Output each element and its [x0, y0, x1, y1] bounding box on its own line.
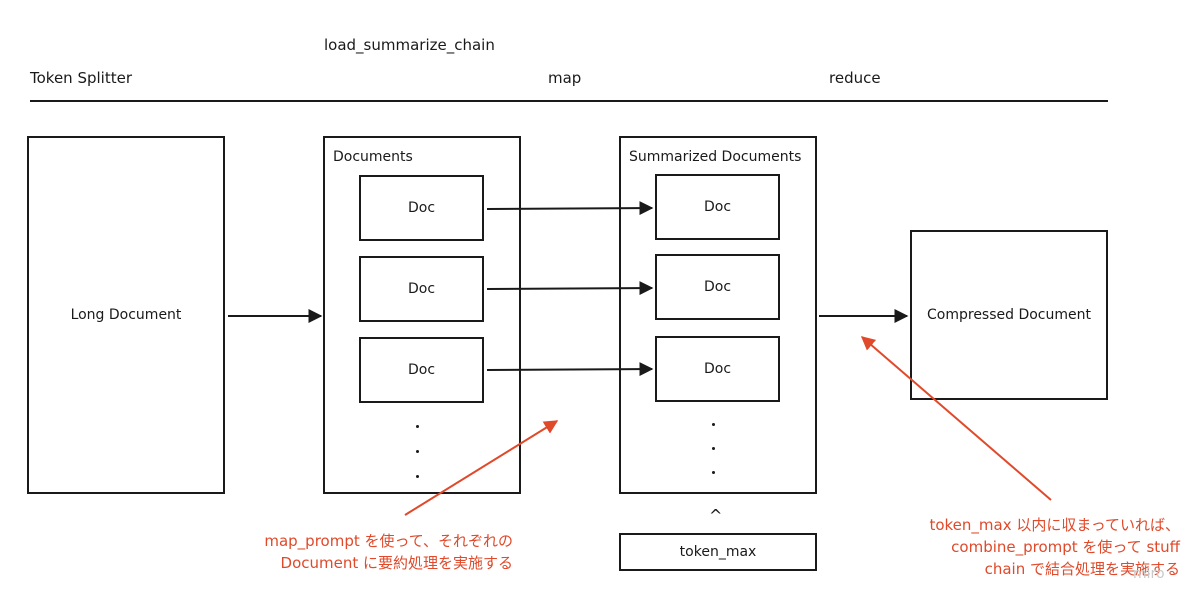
doc-box: Doc	[359, 256, 484, 322]
miro-watermark: miro	[1133, 566, 1165, 582]
chain-label: load_summarize_chain	[324, 36, 495, 54]
ellipsis-dot	[416, 425, 419, 428]
summary-doc-label: Doc	[703, 199, 732, 215]
map-annotation: map_prompt を使って、それぞれの Document に要約処理を実施す…	[240, 530, 513, 574]
ellipsis-dot	[416, 450, 419, 453]
stage-label-map: map	[548, 69, 582, 87]
summary-doc-box: Doc	[655, 336, 780, 402]
summarized-documents-group-title: Summarized Documents	[629, 149, 802, 165]
long-document-label: Long Document	[70, 307, 182, 323]
reduce-annotation-line: chain で結合処理を実施する	[984, 560, 1180, 578]
long-document-box: Long Document	[27, 136, 225, 494]
doc-label: Doc	[407, 200, 436, 216]
arrow-doc-to-summary	[486, 281, 654, 296]
map-annotation-arrow	[404, 420, 559, 516]
doc-box: Doc	[359, 175, 484, 241]
token-max-label: token_max	[679, 544, 757, 560]
doc-label: Doc	[407, 281, 436, 297]
summary-doc-label: Doc	[703, 279, 732, 295]
doc-label: Doc	[407, 362, 436, 378]
ellipsis-dot	[416, 475, 419, 478]
reduce-annotation-line: token_max 以内に収まっていれば、	[929, 516, 1180, 534]
arrow-doc-to-summary	[486, 362, 654, 377]
reduce-annotation-arrow	[860, 336, 1052, 501]
reduce-annotation: token_max 以内に収まっていれば、 combine_prompt を使っ…	[880, 514, 1180, 580]
stage-label-reduce: reduce	[829, 69, 881, 87]
reduce-annotation-line: combine_prompt を使って stuff	[951, 538, 1180, 556]
caret-up-symbol: ^	[709, 506, 723, 525]
arrow-doc-to-summary	[486, 201, 654, 216]
summary-doc-box: Doc	[655, 174, 780, 240]
map-annotation-line: map_prompt を使って、それぞれの	[264, 532, 513, 550]
doc-box: Doc	[359, 337, 484, 403]
token-max-box: token_max	[619, 533, 817, 571]
stage-label-splitter: Token Splitter	[30, 69, 132, 87]
map-annotation-line: Document に要約処理を実施する	[280, 554, 513, 572]
ellipsis-dot	[712, 423, 715, 426]
summary-doc-box: Doc	[655, 254, 780, 320]
ellipsis-dot	[712, 447, 715, 450]
ellipsis-dot	[712, 471, 715, 474]
documents-group-title: Documents	[333, 149, 413, 165]
compressed-document-box: Compressed Document	[910, 230, 1108, 400]
compressed-document-label: Compressed Document	[927, 307, 1091, 323]
summary-doc-label: Doc	[703, 361, 732, 377]
